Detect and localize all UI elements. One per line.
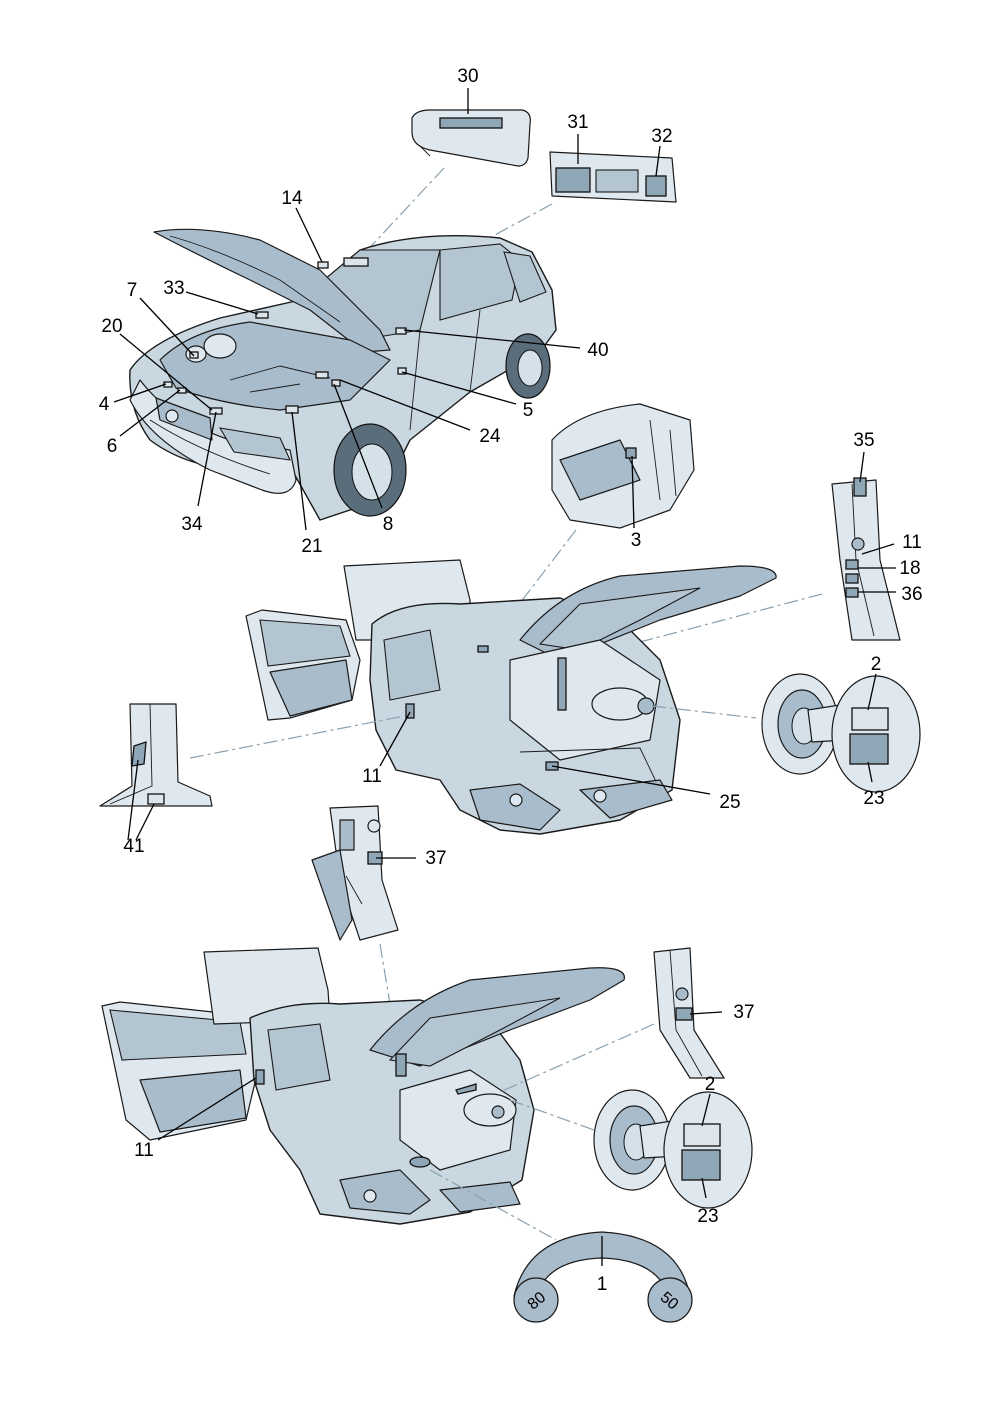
callout-3: 3 bbox=[631, 530, 642, 551]
callout-4: 4 bbox=[99, 394, 110, 415]
tailgate-pillar-inset bbox=[311, 805, 399, 941]
callout-30: 30 bbox=[457, 66, 478, 87]
callout-35: 35 bbox=[853, 430, 874, 451]
sun-visor bbox=[411, 109, 531, 167]
speed-restriction-sticker: 80 50 bbox=[513, 1231, 693, 1323]
callout-11: 11 bbox=[134, 1140, 154, 1161]
callout-6: 6 bbox=[107, 436, 118, 457]
callout-34: 34 bbox=[181, 514, 203, 535]
callout-23: 23 bbox=[863, 788, 884, 809]
callout-1: 1 bbox=[597, 1274, 608, 1295]
roof-console bbox=[549, 151, 677, 203]
callout-11: 11 bbox=[902, 532, 922, 553]
callout-2: 2 bbox=[705, 1074, 716, 1095]
callout-14: 14 bbox=[281, 188, 303, 209]
callout-36: 36 bbox=[901, 584, 922, 605]
callout-37: 37 bbox=[425, 848, 446, 869]
callout-11: 11 bbox=[362, 766, 382, 787]
callout-24: 24 bbox=[479, 426, 501, 447]
callout-2: 2 bbox=[871, 654, 882, 675]
callout-18: 18 bbox=[899, 558, 920, 579]
callout-5: 5 bbox=[523, 400, 534, 421]
c-pillar-inset bbox=[831, 477, 901, 641]
callout-41: 41 bbox=[123, 836, 144, 857]
callout-20: 20 bbox=[101, 316, 122, 337]
door-pillar-inset bbox=[551, 403, 695, 529]
callout-40: 40 bbox=[587, 340, 608, 361]
middle-car-view bbox=[245, 559, 777, 835]
front-car-view bbox=[129, 228, 557, 521]
c-pillar-inset-lower bbox=[653, 947, 725, 1079]
callout-7: 7 bbox=[127, 280, 138, 301]
callout-23: 23 bbox=[697, 1206, 718, 1227]
a-pillar-inset bbox=[99, 703, 213, 807]
callout-37: 37 bbox=[733, 1002, 754, 1023]
callout-33: 33 bbox=[163, 278, 184, 299]
callout-32: 32 bbox=[651, 126, 672, 147]
fuel-flap-inset-lower bbox=[593, 1089, 753, 1209]
callout-25: 25 bbox=[719, 792, 740, 813]
fuel-flap-inset-upper bbox=[761, 673, 921, 793]
callout-8: 8 bbox=[383, 514, 394, 535]
callout-21: 21 bbox=[301, 536, 322, 557]
lower-car-view bbox=[101, 947, 625, 1225]
callout-31: 31 bbox=[567, 112, 588, 133]
